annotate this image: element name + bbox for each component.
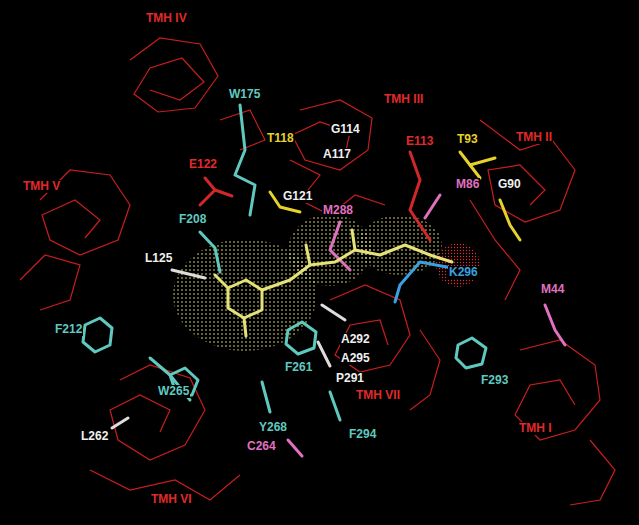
residue-label: E113 [405,135,434,148]
residue-label: A292 [340,333,371,346]
residue-label: C264 [246,440,277,453]
binding-pocket-surface [173,214,480,351]
residue-label: TMH III [383,93,424,106]
residue-label: G121 [282,190,313,203]
residue-sticks [83,105,565,456]
residue-label: L262 [80,430,109,443]
residue-label: TMH V [22,180,61,193]
retinal-chromophore [215,230,452,336]
residue-label: E122 [188,158,218,171]
residue-label: F294 [348,428,377,441]
residue-label: TMH IV [145,12,188,25]
residue-label: TMH VI [150,493,193,506]
residue-label: T93 [456,133,479,146]
residue-label: A117 [322,148,352,161]
residue-label: TMH II [515,131,553,144]
residue-label: W175 [228,88,261,101]
residue-label: T118 [266,132,295,145]
residue-label: TMH I [518,422,553,435]
residue-label: M288 [322,204,354,217]
residue-label: P291 [335,372,365,385]
residue-label: F261 [284,361,313,374]
residue-label: TMH VII [355,389,401,402]
residue-label: G114 [330,123,361,136]
residue-label: L125 [144,252,173,265]
residue-label: A295 [340,352,371,365]
residue-label: K296 [448,266,479,279]
residue-label: F293 [480,374,509,387]
residue-label: G90 [497,178,522,191]
residue-label: F212 [54,323,83,336]
residue-label: W265 [157,385,190,398]
residue-label: F208 [178,213,207,226]
helix-backbone [20,38,615,505]
residue-label: Y268 [258,421,288,434]
residue-label: M44 [540,283,565,296]
residue-label: M86 [455,178,480,191]
